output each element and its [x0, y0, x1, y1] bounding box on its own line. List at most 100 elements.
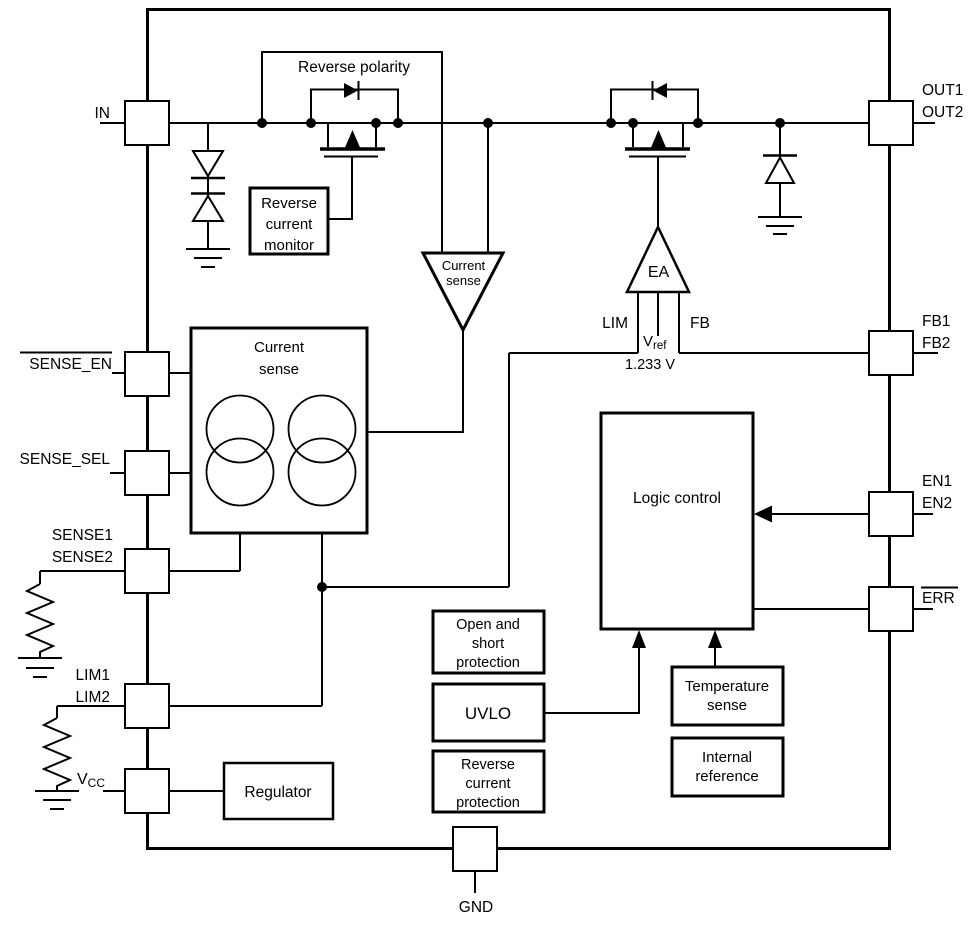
pin-label-out2: OUT2	[922, 104, 963, 121]
output-body-diode-icon	[651, 81, 667, 100]
input-fet-body-arrow	[345, 130, 360, 148]
lim-ground-icon	[35, 790, 79, 810]
internal-reference-block: Internal reference	[670, 736, 785, 798]
pin-label-sense-sel: SENSE_SEL	[20, 451, 111, 468]
ea-input-leg-wires	[637, 292, 680, 353]
ea-vref-label: Vref	[643, 333, 667, 352]
block-label: Temperature	[685, 678, 769, 695]
pin-fb	[868, 330, 914, 376]
pin-en	[868, 491, 914, 537]
pin-label-fb1: FB1	[922, 313, 950, 330]
pin-label-en1: EN1	[922, 473, 952, 490]
block-label: current	[266, 216, 314, 233]
block-label: monitor	[264, 237, 314, 254]
vref-subscript: ref	[653, 340, 667, 352]
vcc-v: V	[77, 771, 88, 788]
block-label: UVLO	[465, 704, 511, 723]
current-source-icon	[205, 394, 275, 464]
junction-dot	[693, 118, 703, 128]
block-label: Reverse	[461, 757, 515, 773]
clamp-ground-icon	[758, 216, 802, 235]
block-label: current	[465, 776, 510, 792]
junction-dot	[775, 118, 785, 128]
pin-err	[868, 586, 914, 632]
current-sense-amp-triangle	[420, 251, 506, 334]
junction-dot	[606, 118, 616, 128]
current-sense-amp: Current sense	[420, 251, 506, 334]
pin-sense	[124, 548, 170, 594]
block-label: Open and	[456, 617, 520, 633]
current-source-icon	[205, 437, 275, 507]
pin-in	[124, 100, 170, 146]
output-clamp-diode-icon	[763, 154, 797, 184]
block-label: Reverse	[261, 195, 317, 212]
current-sense-box	[189, 326, 369, 535]
pin-label-lim1: LIM1	[76, 667, 110, 684]
output-fet-body-arrow	[651, 130, 666, 148]
block-label: protection	[456, 795, 520, 811]
input-body-diode-icon	[344, 81, 360, 100]
tvs-diodes-icon	[191, 150, 225, 222]
temperature-sense-block: Temperature sense	[670, 665, 785, 727]
uvlo-wire	[544, 647, 640, 714]
regulator-block: Regulator	[222, 761, 335, 821]
open-short-protection-block: Open and short protection	[431, 609, 546, 675]
uvlo-arrowhead-icon	[632, 630, 646, 648]
junction-dot	[483, 118, 493, 128]
logic-control-block: Logic control	[599, 411, 755, 631]
current-source-icon	[287, 437, 357, 507]
ea-lim-label: LIM	[602, 315, 628, 332]
tvs-diode-down-icon	[191, 150, 225, 178]
temp-arrowhead-icon	[708, 630, 722, 648]
junction-dot	[628, 118, 638, 128]
block-label: reference	[695, 768, 758, 785]
lim-pin-wire	[57, 352, 638, 707]
current-sense-amp-label: sense	[446, 273, 481, 288]
block-label: protection	[456, 655, 520, 671]
tvs-diode-up-icon	[191, 194, 225, 222]
pin-label-gnd: GND	[459, 899, 493, 916]
reverse-polarity-tap-wire	[261, 51, 443, 253]
pin-label-fb2: FB2	[922, 335, 950, 352]
pin-label-in: IN	[95, 105, 111, 122]
pin-label-err: ERR	[922, 590, 955, 607]
sense-resistor-icon	[24, 583, 56, 658]
uvlo-block: UVLO	[431, 682, 546, 743]
clamp-diode-triangle	[764, 155, 796, 184]
vref-v: V	[643, 333, 653, 350]
pin-lim	[124, 683, 170, 729]
en-arrowhead-icon	[754, 505, 772, 523]
error-amp-label: EA	[648, 264, 670, 281]
current-sense-amp-label: Current	[442, 258, 486, 273]
current-source-icon	[287, 394, 357, 464]
reverse-current-monitor-block: Reverse current monitor	[248, 186, 330, 256]
current-sense-box-label: Current	[254, 339, 305, 356]
current-sense-block: Current sense	[189, 326, 369, 535]
pin-gnd	[452, 826, 498, 872]
vcc-subscript: CC	[88, 776, 106, 790]
pin-out	[868, 100, 914, 146]
ea-fb-label: FB	[690, 315, 710, 332]
pin-label-sense2: SENSE2	[52, 549, 113, 566]
output-mosfet-icon	[625, 130, 690, 158]
ic-boundary	[146, 8, 891, 850]
output-body-diode-loop-wire	[610, 88, 699, 123]
pin-label-vcc: VCC	[77, 771, 105, 790]
lim-resistor-icon	[41, 717, 73, 791]
pin-sense-en	[124, 351, 170, 397]
block-label: Logic control	[633, 490, 721, 507]
junction-dot	[371, 118, 381, 128]
input-fet-gate-wire	[328, 157, 353, 220]
junction-dot	[393, 118, 403, 128]
junction-dot	[306, 118, 316, 128]
junction-dot	[257, 118, 267, 128]
tvs-ground-icon	[186, 248, 230, 268]
junction-dots	[257, 118, 785, 592]
block-label: sense	[707, 697, 747, 714]
sense-amp-output-wire	[367, 330, 464, 433]
pin-label-out1: OUT1	[922, 82, 963, 99]
error-amp: EA	[625, 224, 691, 294]
current-sense-box-label: sense	[259, 361, 299, 378]
reverse-polarity-label: Reverse polarity	[298, 59, 410, 76]
